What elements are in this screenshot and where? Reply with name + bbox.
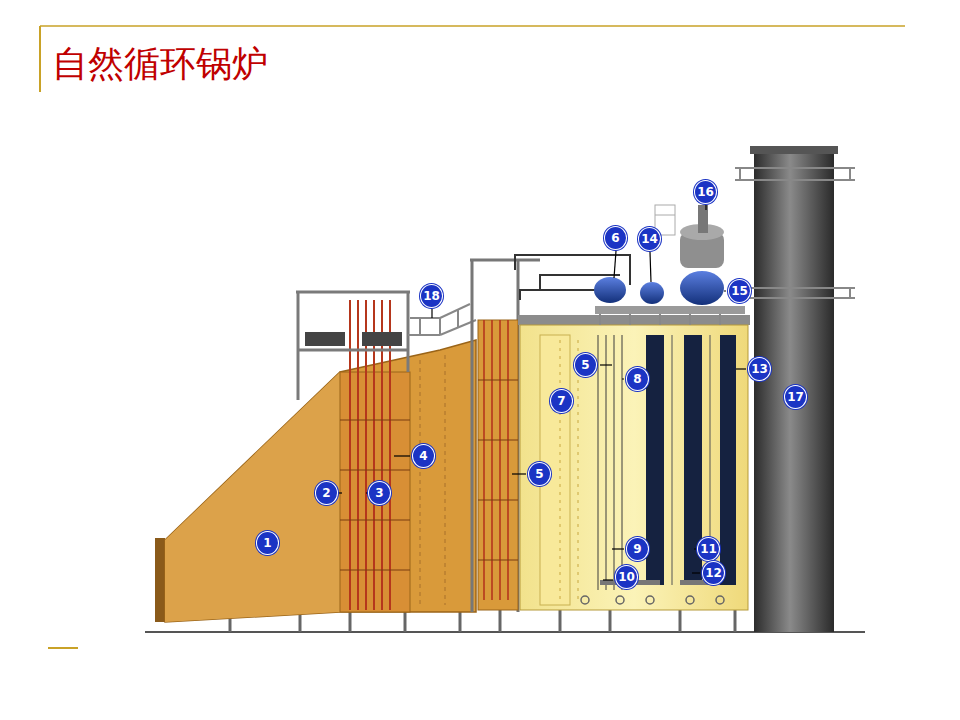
callout-number: 8 xyxy=(626,367,649,391)
callout-number: 18 xyxy=(420,284,443,308)
callout-number: 13 xyxy=(748,357,771,381)
slide-title: 自然循环锅炉 xyxy=(52,40,268,89)
callout-number: 14 xyxy=(638,227,661,251)
callout-number: 15 xyxy=(728,279,751,303)
callout-number: 5 xyxy=(528,462,551,486)
callout-number: 2 xyxy=(315,481,338,505)
callout-number: 16 xyxy=(694,180,717,204)
callout-number: 9 xyxy=(626,537,649,561)
callout-number: 4 xyxy=(412,444,435,468)
callout-number: 6 xyxy=(604,226,627,250)
callout-number: 3 xyxy=(368,481,391,505)
callout-number: 1 xyxy=(256,531,279,555)
callout-number: 10 xyxy=(615,565,638,589)
callout-number: 12 xyxy=(702,561,725,585)
callout-number: 5 xyxy=(574,353,597,377)
callout-number: 11 xyxy=(697,537,720,561)
callout-number: 7 xyxy=(550,389,573,413)
callout-number: 17 xyxy=(784,385,807,409)
